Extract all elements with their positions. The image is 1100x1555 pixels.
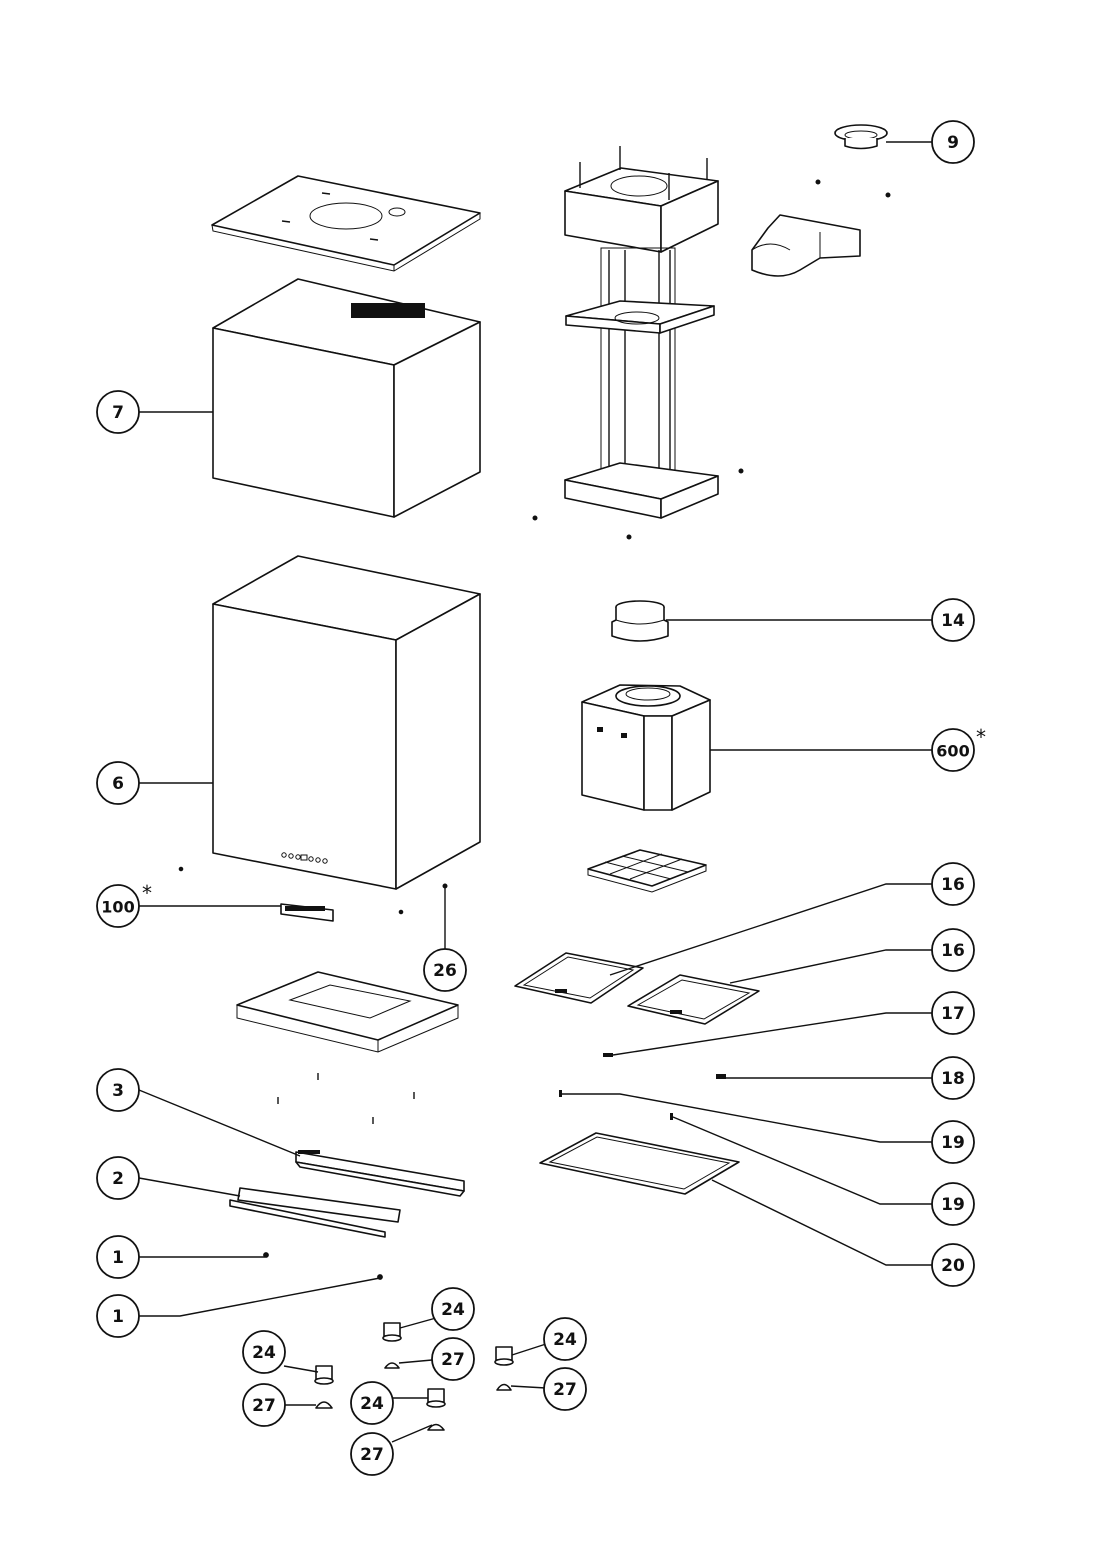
svg-text:19: 19: [941, 1195, 965, 1215]
callout-2: 2: [96, 1156, 140, 1200]
svg-text:24: 24: [553, 1330, 577, 1350]
callout-24-b: 24: [242, 1330, 286, 1374]
callout-19-top: 19: [931, 1120, 975, 1164]
spare-marker-600: *: [976, 725, 986, 749]
callout-24-c: 24: [543, 1317, 587, 1361]
knob-24a: [382, 1322, 402, 1342]
callout-7: 7: [96, 390, 140, 434]
callout-3: 3: [96, 1068, 140, 1112]
callout-14: 14: [931, 598, 975, 642]
callout-20: 20: [931, 1243, 975, 1287]
lower-chimney: [212, 555, 481, 890]
svg-text:3: 3: [112, 1081, 124, 1101]
callout-26: 26: [423, 948, 467, 992]
svg-text:27: 27: [252, 1396, 276, 1416]
rail-3: [295, 1150, 465, 1197]
svg-text:27: 27: [360, 1445, 384, 1465]
knob-24c: [494, 1346, 514, 1366]
leader-lines: [138, 141, 932, 1443]
bulb-27a: [384, 1362, 400, 1369]
svg-text:16: 16: [941, 941, 965, 961]
svg-text:100: 100: [101, 898, 134, 917]
duct-adaptor: [611, 600, 669, 642]
control-board: [178, 866, 404, 922]
pin-19b: [670, 1113, 673, 1120]
top-cover-plate: [211, 175, 481, 272]
filter-panel-right: [627, 974, 760, 1025]
svg-text:18: 18: [941, 1069, 965, 1089]
bulb-27c: [496, 1383, 512, 1391]
upper-chimney: [212, 278, 481, 518]
svg-text:16: 16: [941, 875, 965, 895]
screw-26: [442, 883, 448, 940]
support-frame: [532, 146, 744, 540]
clip-17: [603, 1053, 613, 1057]
glass-panel: [539, 1132, 740, 1195]
motor-housing: [581, 684, 711, 811]
svg-text:600: 600: [936, 742, 969, 761]
knob-24b: [314, 1365, 334, 1385]
svg-text:6: 6: [112, 774, 124, 794]
callout-1-top: 1: [96, 1235, 140, 1279]
callout-1-bottom: 1: [96, 1294, 140, 1338]
callout-27-b: 27: [242, 1383, 286, 1427]
svg-text:20: 20: [941, 1256, 965, 1276]
callout-17: 17: [931, 991, 975, 1035]
svg-text:26: 26: [433, 961, 457, 981]
flange-collar: [815, 124, 891, 198]
knob-24d: [426, 1388, 446, 1408]
frame-screws: [277, 1073, 415, 1124]
svg-text:9: 9: [947, 133, 959, 153]
filter-panel-left: [514, 952, 644, 1004]
svg-text:1: 1: [112, 1307, 124, 1327]
svg-text:24: 24: [441, 1300, 465, 1320]
bulb-27b: [315, 1401, 333, 1409]
callout-24-a: 24: [431, 1287, 475, 1331]
callout-24-d: 24: [350, 1381, 394, 1425]
callout-600: 600: [931, 728, 975, 772]
callout-27-d: 27: [350, 1432, 394, 1476]
svg-text:24: 24: [252, 1343, 276, 1363]
vent-grille: [351, 303, 425, 318]
svg-text:24: 24: [360, 1394, 384, 1414]
callout-19-bottom: 19: [931, 1182, 975, 1226]
svg-text:2: 2: [112, 1169, 124, 1189]
filter-grid: [587, 849, 707, 893]
svg-text:1: 1: [112, 1248, 124, 1268]
callout-100: 100: [96, 884, 140, 928]
bulb-27d: [427, 1423, 445, 1431]
rail-2: [229, 1187, 401, 1238]
svg-text:17: 17: [941, 1004, 965, 1024]
callout-16-top: 16: [931, 862, 975, 906]
callout-6: 6: [96, 761, 140, 805]
clip-18: [716, 1074, 726, 1079]
control-buttons: [281, 852, 328, 864]
callout-27-a: 27: [431, 1337, 475, 1381]
callout-27-c: 27: [543, 1367, 587, 1411]
svg-text:19: 19: [941, 1133, 965, 1153]
duct-elbow: [751, 214, 861, 277]
canopy-frame: [236, 971, 459, 1053]
spare-marker-100: *: [142, 881, 152, 905]
svg-text:7: 7: [112, 403, 124, 423]
callout-9: 9: [931, 120, 975, 164]
callout-18: 18: [931, 1056, 975, 1100]
svg-text:27: 27: [553, 1380, 577, 1400]
svg-text:14: 14: [941, 611, 965, 631]
small-part-1a: [263, 1252, 269, 1258]
callout-16-bottom: 16: [931, 928, 975, 972]
svg-text:27: 27: [441, 1350, 465, 1370]
pin-19a: [559, 1090, 562, 1097]
